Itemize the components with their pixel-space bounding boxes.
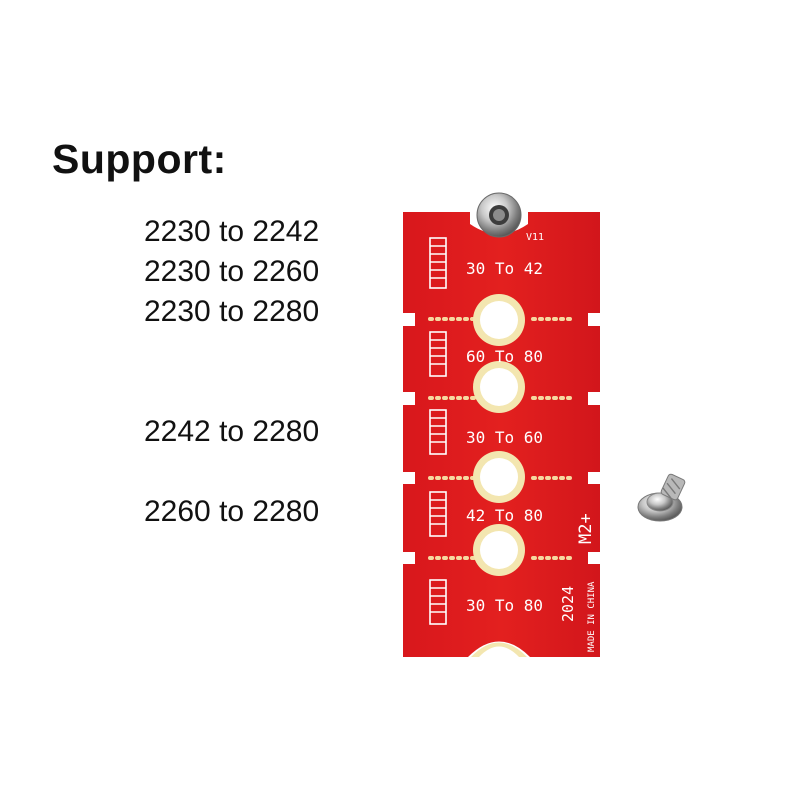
support-line: 2230 to 2280: [144, 295, 320, 328]
support-line: 2230 to 2260: [144, 255, 320, 288]
standoff-nut: [476, 192, 522, 238]
mounting-holes: [471, 294, 527, 657]
year-label: 2024: [559, 586, 577, 622]
segment-label: 42 To 80: [466, 506, 543, 525]
support-heading: Support:: [52, 136, 227, 182]
segment-label: 30 To 60: [466, 428, 543, 447]
support-line: 2230 to 2242: [144, 215, 320, 248]
pcb-board: [403, 212, 600, 657]
origin-label: MADE IN CHINA: [587, 581, 597, 652]
support-list: 2230 to 2242 2230 to 2260 2230 to 2280 2…: [144, 0, 374, 800]
support-line: 2260 to 2280: [144, 495, 320, 528]
segment-label: 30 To 80: [466, 596, 543, 615]
segment-label: 60 To 80: [466, 347, 543, 366]
brand-label: M2+: [576, 513, 596, 544]
segment-label: 30 To 42: [466, 259, 543, 278]
version-label: V11: [526, 232, 544, 243]
breakaway-lines: [428, 317, 577, 560]
pin-markings: [429, 237, 447, 625]
screw: [637, 473, 686, 522]
support-line: 2242 to 2280: [144, 415, 320, 448]
